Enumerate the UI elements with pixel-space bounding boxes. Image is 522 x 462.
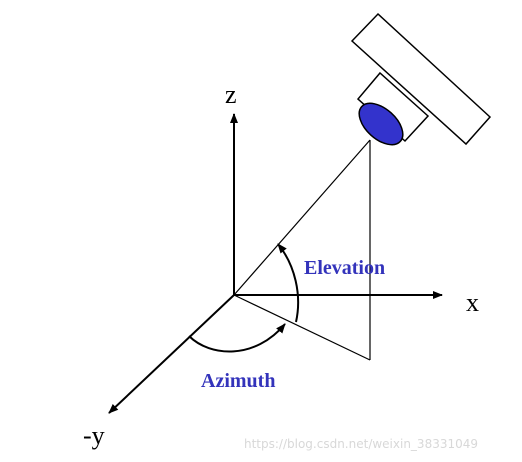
azimuth-arc: [188, 323, 286, 353]
x-axis-label: x: [466, 288, 479, 317]
neg-y-axis-line: [108, 294, 235, 414]
elevation-arc: [277, 243, 300, 323]
azimuth-label: Azimuth: [201, 370, 275, 392]
watermark-text: https://blog.csdn.net/weixin_38331049: [244, 437, 478, 451]
neg-y-axis-label: -y: [83, 421, 105, 450]
camera-lens-barrel: [356, 71, 430, 143]
camera-icon: [350, 12, 492, 146]
ground-projection-line: [233, 294, 371, 361]
camera-body: [350, 12, 492, 146]
elevation-label: Elevation: [304, 257, 385, 279]
line-of-sight: [233, 139, 371, 296]
camera-lens: [358, 102, 404, 146]
z-axis-label: z: [225, 80, 237, 109]
